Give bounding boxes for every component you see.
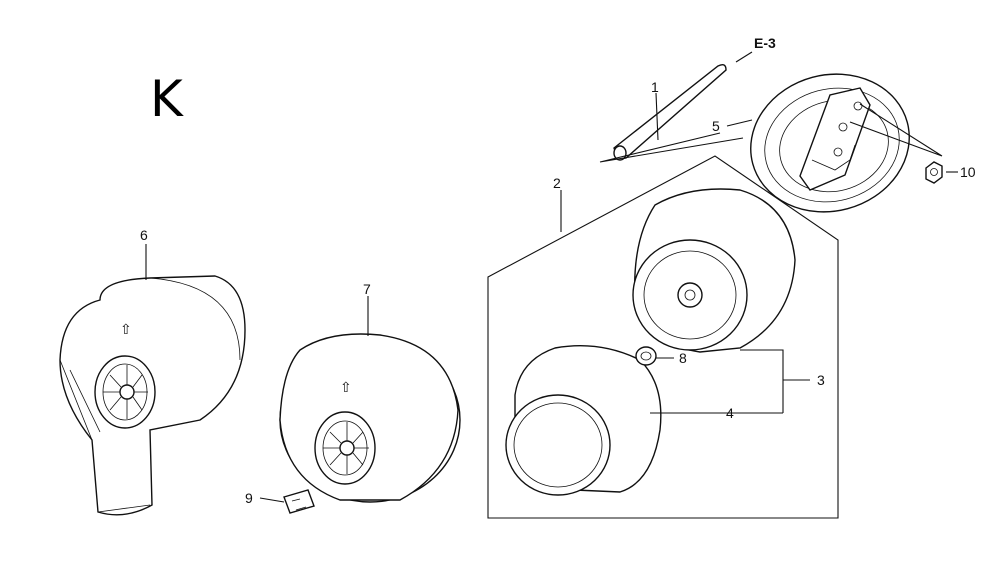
flange-nut [925, 161, 943, 184]
wing-nut [635, 346, 657, 366]
arrow-mark-icon: ⇧ [340, 379, 352, 395]
callout-8: 8 [679, 350, 687, 366]
leader-lines [145, 51, 958, 503]
outer-foam-element [505, 345, 662, 496]
air-cleaner-case-ducted: ⇧ [59, 275, 246, 516]
paper-filter-element [632, 188, 796, 353]
callout-10: 10 [960, 164, 976, 180]
air-cleaner-case: ⇧ [279, 333, 461, 503]
breather-tube [613, 63, 727, 161]
callout-9: 9 [245, 490, 253, 506]
callout-3: 3 [817, 372, 825, 388]
drain-tube [283, 489, 315, 514]
assembly-outline [487, 155, 839, 519]
section-letter: K [150, 70, 184, 128]
cross-reference-label: E-3 [754, 35, 776, 51]
callout-4: 4 [726, 405, 734, 421]
callout-6: 6 [140, 227, 148, 243]
air-cleaner-base [750, 73, 910, 213]
callout-2: 2 [553, 175, 561, 191]
callout-5: 5 [712, 118, 720, 134]
callout-1: 1 [651, 79, 659, 95]
callout-7: 7 [363, 281, 371, 297]
arrow-mark-icon: ⇧ [120, 321, 132, 337]
